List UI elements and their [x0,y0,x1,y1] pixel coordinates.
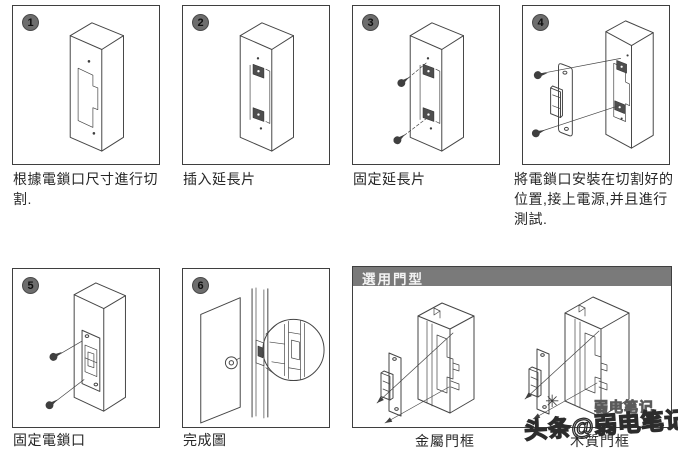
step-6-caption: 完成圖 [183,432,227,448]
finished-view-diagram [200,287,325,424]
wood-frame-label: 木質門框 [570,433,630,449]
strike-unit [380,352,402,417]
step-4-number: 4 [537,16,544,29]
screw-icon [45,399,58,410]
insert-extension-diagram [239,22,294,152]
frame-cutout-diagram [69,22,124,152]
wood-door-frame-diagram [524,296,630,420]
door-handle-icon [224,356,241,370]
step-6-number: 6 [197,279,204,292]
installed-strike [81,329,101,392]
step-panel-4: 4 [522,5,670,165]
strike-faceplate [550,63,573,137]
step-panel-1: 1 [12,5,160,165]
screw-icon [531,129,546,138]
step-4-number-badge: 4 [532,14,549,31]
watermark-small-text: 弱电笔记 [594,399,654,416]
optional-door-type-section: 選用門型 [352,266,672,428]
door-leaf [200,297,241,424]
fix-strike-diagram [45,282,126,412]
fix-extension-diagram [393,22,464,152]
step-1-number-badge: 1 [22,14,39,31]
step-3-number-badge: 3 [362,14,379,31]
step-5-number: 5 [27,279,34,292]
step-2-number-badge: 2 [192,14,209,31]
door-frame-post [251,287,269,419]
magnifier-detail-icon [262,318,325,382]
step-1-caption: 根據電鎖口尺寸進行切割. [13,171,158,207]
watermark-star-icon: ✳ [545,392,560,411]
step-panel-3: 3 [352,5,500,165]
step-2-caption: 插入延長片 [183,171,256,187]
screw-icon [393,134,406,145]
step-4-caption: 將電鎖口安裝在切割好的位置,接上電源,并且進行測試. [514,171,674,227]
step-5-number-badge: 5 [22,277,39,294]
metal-frame-label: 金屬門框 [415,433,475,449]
screw-icon [397,77,410,87]
step-3-caption: 固定延長片 [353,171,426,187]
section-title: 選用門型 [353,267,671,287]
install-strike-diagram [531,20,654,149]
step-panel-5: 5 [12,268,160,428]
step-5-caption: 固定電鎖口 [13,432,86,448]
step-panel-2: 2 [182,5,330,165]
metal-door-frame-diagram [376,302,475,424]
step-3-number: 3 [367,16,374,29]
screw-icon [533,71,548,80]
step-6-number-badge: 6 [192,277,209,294]
screw-icon [49,351,62,361]
step-1-number: 1 [27,16,34,29]
step-2-number: 2 [197,16,204,29]
step-panel-6: 6 [182,268,330,428]
